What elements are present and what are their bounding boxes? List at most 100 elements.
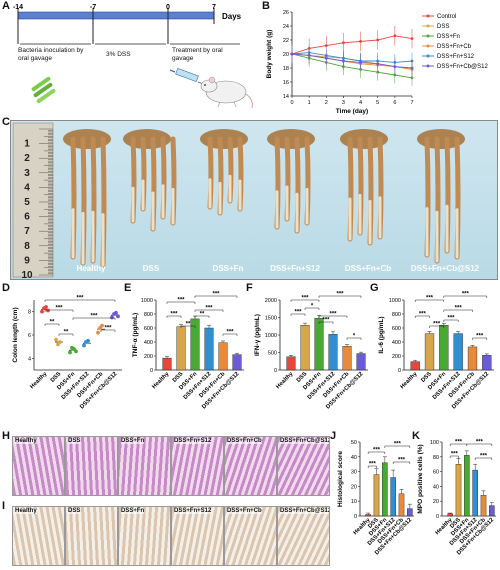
series-line — [291, 52, 413, 63]
panel-letter-h: H — [2, 430, 10, 442]
significance-bracket — [222, 333, 238, 336]
significance-stars: *** — [480, 454, 488, 460]
legend-entry: DSS+Fn+Cb@S12 — [437, 64, 488, 70]
legend-entry: DSS — [437, 24, 449, 30]
significance-stars: *** — [90, 314, 98, 320]
timeline-step-2-text: 3% DSS — [106, 51, 131, 58]
photo-group-label: DSS — [143, 264, 160, 273]
he-histology-tile: DSS+Fn+Cb@S12 — [277, 436, 330, 496]
significance-bracket — [44, 323, 60, 326]
y-tick-label: 1000 — [141, 298, 153, 304]
series-line — [291, 53, 413, 79]
significance-stars: *** — [301, 296, 309, 302]
x-axis-label: Time (day) — [336, 108, 368, 115]
scatter-point — [54, 337, 58, 342]
panel-letter-e: E — [124, 282, 132, 294]
x-tick-label: 6 — [393, 100, 396, 106]
bar — [407, 508, 413, 517]
significance-stars: * — [311, 304, 314, 310]
panel-letter-i: I — [2, 500, 6, 512]
significance-bracket — [414, 299, 445, 302]
bacteria-icon — [31, 76, 56, 104]
y-tick-label: 80 — [433, 455, 439, 461]
y-tick-label: 26 — [283, 10, 289, 16]
significance-bracket — [449, 455, 459, 458]
significance-bracket — [166, 301, 196, 304]
significance-stars: *** — [205, 306, 213, 312]
ruler-number: 9 — [24, 255, 30, 266]
significance-bracket — [194, 315, 210, 318]
bar — [373, 474, 380, 517]
timeline-step-1-text: Bacteria inoculation by oral gavage — [18, 47, 84, 62]
significance-bracket — [44, 299, 116, 302]
timeline-unit: Days — [222, 12, 242, 21]
y-axis-label: IFN-γ (pg/mL) — [254, 314, 261, 356]
y-tick-label: 400 — [144, 340, 153, 346]
timeline-tick-label: -7 — [90, 4, 96, 11]
significance-stars: *** — [170, 312, 178, 318]
y-tick-label: 20 — [433, 499, 439, 505]
x-tick-label: 4 — [359, 100, 362, 106]
significance-bracket — [166, 315, 182, 318]
y-tick-label: 6 — [28, 333, 31, 339]
photo-group-label: DSS+Fn+Cb — [345, 264, 391, 273]
bar — [472, 469, 478, 517]
significance-bracket — [384, 445, 411, 448]
y-axis-label: Body weight (g) — [266, 30, 273, 79]
significance-stars: *** — [76, 296, 84, 302]
histology-label: Healthy — [15, 508, 37, 514]
series-point — [410, 66, 414, 70]
scatter-point — [110, 315, 114, 320]
panel-letter-f: F — [246, 282, 253, 294]
x-tick-label: 3 — [342, 100, 345, 106]
significance-stars: *** — [398, 458, 406, 464]
ruler-number: 2 — [24, 153, 30, 164]
significance-bracket — [318, 315, 348, 318]
panel-letter-d: D — [2, 282, 10, 294]
panel-letter-a: A — [2, 0, 10, 12]
significance-bracket — [367, 465, 377, 468]
x-tick-label: 2 — [325, 100, 328, 106]
y-tick-label: 16 — [283, 80, 289, 86]
y-axis-label: TNF-α (pg/mL) — [132, 313, 139, 357]
y-axis-label: IL-6 (pg/mL) — [378, 316, 385, 353]
photo-group-label: DSS+Fn — [213, 264, 244, 273]
panel-letter-b: B — [262, 0, 270, 12]
bar — [382, 462, 388, 517]
significance-stars: *** — [104, 326, 112, 332]
y-tick-label: 2000 — [265, 298, 277, 304]
legend-entry: Control — [437, 14, 456, 20]
histology-label: DSS+Fn+Cb@S12 — [280, 438, 330, 444]
legend-entry: DSS+Fn+Cb — [437, 44, 472, 50]
y-tick-label: 400 — [392, 340, 401, 346]
significance-bracket — [318, 321, 334, 324]
bar — [342, 346, 352, 371]
x-tick-label: Healthy — [275, 371, 295, 391]
scatter-point — [96, 330, 100, 335]
bar — [218, 342, 228, 371]
series-point — [290, 52, 294, 56]
x-tick-label: 7 — [410, 100, 413, 106]
mouse-icon — [200, 76, 253, 109]
significance-bracket — [58, 333, 74, 336]
bar — [162, 357, 172, 371]
bar — [467, 346, 478, 371]
ruler-number: 1 — [24, 139, 30, 150]
scatter-point — [40, 309, 44, 314]
significance-bracket — [429, 325, 445, 328]
y-tick-label: 4 — [28, 356, 31, 362]
significance-bracket — [318, 295, 362, 298]
significance-stars: *** — [455, 440, 463, 446]
bar — [314, 318, 324, 371]
legend-entry: DSS+Fn+S12 — [437, 54, 475, 60]
timeline-tick-label: 0 — [166, 4, 170, 11]
significance-stars: *** — [394, 442, 402, 448]
timeline-diagram: -14 -7 0 7 Days Bacteria inoculation by … — [13, 4, 253, 109]
significance-stars: *** — [336, 292, 344, 298]
series-point — [393, 65, 397, 68]
